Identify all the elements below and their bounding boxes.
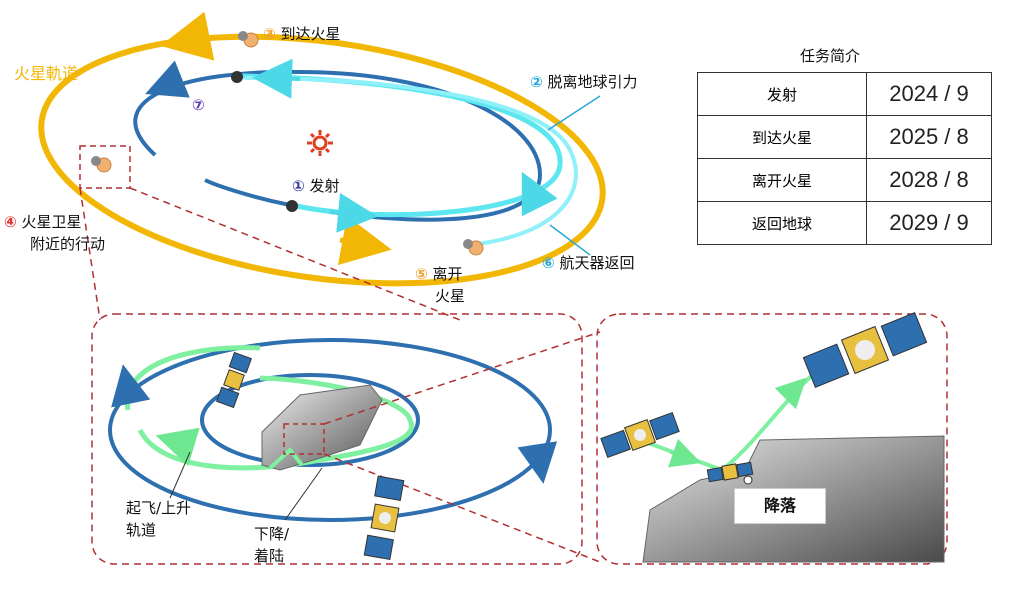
ascent-label-line2: 轨道 [126,521,157,539]
landing-arrow-1 [668,438,702,468]
green-arrow [155,427,200,467]
inner-local-orbit [200,373,420,467]
spacecraft-icon-4 [706,461,754,483]
focus-box-landing [283,423,325,455]
local-orbit-arrow-right [517,441,558,484]
mars-moon-rock [261,384,383,471]
table-row: 返回地球 2029 / 9 [697,201,992,245]
leader-step6 [549,224,591,256]
inset-landing [596,313,948,565]
step3-text: 到达火星 [280,25,341,43]
spacecraft-icon-1 [216,351,252,409]
leader-ascent [169,451,191,499]
schedule-event: 返回地球 [697,201,867,245]
landing-label: 降落 [734,488,826,524]
step3-label: ③ 到达火星 [263,24,341,44]
transfer-arrow-2 [252,58,301,99]
step5-line2: 火星 [435,287,466,305]
schedule-table: 发射 2024 / 9 到达火星 2025 / 8 离开火星 2028 / 8 … [697,72,992,245]
schedule-event: 离开火星 [697,158,867,202]
local-orbit-arrow-left [111,364,151,408]
leader-descent [284,467,323,521]
mars-orbit-arrow-bottom [337,215,392,266]
mars-moon-planet [91,156,112,173]
step5-label: ⑤ 离开 [415,264,463,284]
connector-lines-1 [79,187,461,321]
step2-text: 脱离地球引力 [547,73,638,91]
schedule-event: 发射 [697,72,867,116]
mars-orbit-arrow-top [160,11,215,61]
schedule-date: 2025 / 8 [866,115,992,159]
connector-lines-2 [323,331,601,563]
step4-line2: 附近的行动 [30,235,106,253]
schedule-date: 2028 / 8 [866,158,992,202]
transfer-arrow-3 [521,171,558,217]
sun-icon [307,130,333,156]
table-row: 离开火星 2028 / 8 [697,158,992,202]
step2-num: ② [530,73,543,91]
step7-label: ⑦ [192,95,205,115]
transfer-arrow-1 [329,192,378,233]
step6-num: ⑥ [542,254,555,272]
table-row: 发射 2024 / 9 [697,72,992,116]
ascent-label-line1: 起飞/上升 [126,499,192,517]
step4-line1: 火星卫星 [21,213,82,231]
mars-depart-planet [463,239,484,256]
step6-text: 航天器返回 [559,254,635,272]
mars-arrival-planet [238,31,259,48]
step1-label: ① 发射 [292,176,340,196]
inset-moon-operations [91,313,583,565]
landing-arrow-2 [774,377,807,410]
schedule-date: 2024 / 9 [866,72,992,116]
step1-text: 发射 [309,177,340,195]
schedule-event: 到达火星 [697,115,867,159]
spacecraft-icon-2 [363,475,405,561]
descent-label-line2: 着陆 [254,547,285,565]
schedule-date: 2029 / 9 [866,201,992,245]
focus-box-mars [79,145,131,189]
leader-step2 [547,95,601,131]
step3-num: ③ [263,25,276,43]
transfer-orbit-return [244,76,578,247]
step4-num: ④ [4,213,17,231]
step2-label: ② 脱离地球引力 [530,72,638,92]
descent-label-line1: 下降/ [254,525,290,543]
table-row: 到达火星 2025 / 8 [697,115,992,159]
step5-line1: 离开 [432,265,463,283]
step5-num: ⑤ [415,265,428,283]
step6-label: ⑥ 航天器返回 [542,253,635,273]
touchdown-marker [743,475,753,485]
mars-orbit-label: 火星軌道 [14,64,79,83]
spacecraft-icon-3 [600,411,680,459]
earth-planet-top [231,71,243,83]
earth-orbit-arrow [145,60,190,98]
spacecraft-icon-5 [802,312,928,388]
step7-num: ⑦ [192,96,205,114]
earth-planet-launch [286,200,298,212]
outer-local-orbit [108,338,552,522]
descent-path [268,447,304,470]
step1-num: ① [292,177,305,195]
step4-label: ④ 火星卫星 [4,212,82,232]
mars-orbit [38,33,606,287]
schedule-title: 任务简介 [800,47,861,65]
